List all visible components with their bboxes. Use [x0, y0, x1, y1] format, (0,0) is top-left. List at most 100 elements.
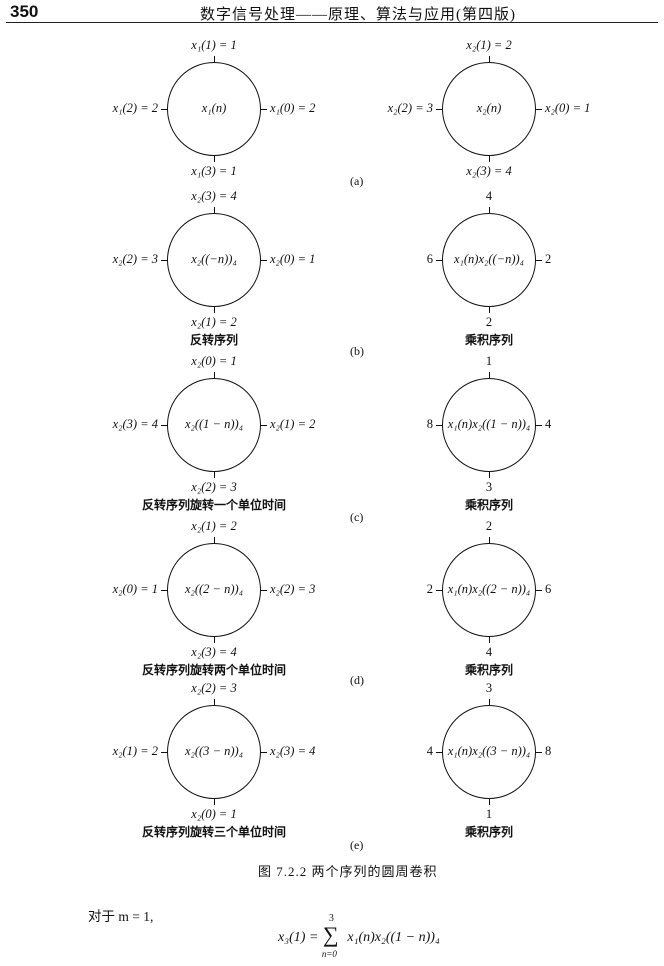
panel-e-right-left-label: 4 [426, 744, 433, 758]
panel-c-left-tick-right [260, 425, 267, 426]
panel-c-right-left-label: 8 [426, 417, 433, 431]
panel-c-left-center-label: x₂((1 − n))₄ [184, 417, 244, 431]
panel-c-right-tick-right [535, 425, 542, 426]
panel-d-left-tick-left [161, 590, 168, 591]
panel-e-left-left-label: x₂(1) = 2 [112, 744, 158, 758]
panel-d-right-tick-right [535, 590, 542, 591]
equation-block: x₃(1) = 3 ∑ n=0 x₁(n)x₂((1 − n))₄ [278, 913, 440, 959]
panel-a-tag: (a) [350, 174, 364, 188]
panel-a-right-tick-right [535, 109, 542, 110]
panel-a-right-tick-left [436, 109, 443, 110]
panel-a-left-top-label: x₁(1) = 1 [191, 38, 237, 52]
panel-c-right-caption: 乘积序列 [464, 498, 514, 512]
panel-e-right-center-label: x₁(n)x₂((3 − n))₄ [447, 744, 531, 758]
panel-e-left-top-label: x₂(2) = 3 [191, 681, 237, 695]
panel-a-right-bottom-label: x₂(3) = 4 [466, 164, 512, 178]
panel-c-left-top-label: x₂(0) = 1 [191, 354, 237, 368]
panel-b-right-top-label: 4 [485, 189, 493, 203]
panel-b-left-tick-bottom [214, 306, 215, 313]
panel-e-left-tick-left [161, 752, 168, 753]
panel-b-left-tick-top [214, 207, 215, 214]
panel-a-right-top-label: x₂(1) = 2 [466, 38, 512, 52]
panel-e-left-tick-right [260, 752, 267, 753]
panel-c-left-left-label: x₂(3) = 4 [112, 417, 158, 431]
panel-c-tag: (c) [350, 510, 364, 524]
panel-d-tag: (d) [350, 673, 364, 687]
panel-a-right-right-label: x₂(0) = 1 [545, 101, 591, 115]
panel-c-right-center-label: x₁(n)x₂((1 − n))₄ [447, 417, 531, 431]
running-head: 数字信号处理——原理、算法与应用(第四版) [200, 7, 516, 23]
panel-a-left-tick-top [214, 56, 215, 63]
panel-a-left-bottom-label: x₁(3) = 1 [191, 164, 237, 178]
panel-b-right-tick-bottom [489, 306, 490, 313]
panel-d-right-bottom-label: 4 [485, 645, 493, 659]
panel-a-left-tick-right [260, 109, 267, 110]
panel-d-left-tick-bottom [214, 636, 215, 643]
panel-e-left-center-label: x₂((3 − n))₄ [184, 744, 244, 758]
panel-c-left-tick-left [161, 425, 168, 426]
panel-e-right-tick-left [436, 752, 443, 753]
sigma-symbol: ∑ [322, 922, 339, 947]
panel-e-left-caption: 反转序列旋转三个单位时间 [141, 825, 287, 839]
panel-a-left-tick-left [161, 109, 168, 110]
panel-a-right-center-label: x₂(n) [476, 101, 502, 115]
panel-c-right-right-label: 4 [545, 417, 552, 431]
panel-d-right-caption: 乘积序列 [464, 663, 514, 677]
panel-c-left-tick-top [214, 372, 215, 379]
panel-b-right-caption: 乘积序列 [464, 333, 514, 347]
panel-d-left-center-label: x₂((2 − n))₄ [184, 582, 244, 596]
panel-d-left-top-label: x₂(1) = 2 [191, 519, 237, 533]
panel-c-left-caption: 反转序列旋转一个单位时间 [141, 498, 287, 512]
panel-d-left-right-label: x₂(2) = 3 [270, 582, 316, 596]
panel-b-right-bottom-label: 2 [485, 315, 493, 329]
panel-d-left-tick-top [214, 537, 215, 544]
panel-e-right-tick-right [535, 752, 542, 753]
panel-e-left-tick-top [214, 699, 215, 706]
panel-d-right-top-label: 2 [485, 519, 493, 533]
panel-b-left-left-label: x₂(2) = 3 [112, 252, 158, 266]
sum-lower-limit: n=0 [321, 949, 337, 959]
panel-c-right-tick-top [489, 372, 490, 379]
panel-d-right-right-label: 6 [545, 582, 552, 596]
panel-e-left-bottom-label: x₂(0) = 1 [191, 807, 237, 821]
panel-a-left-left-label: x₁(2) = 2 [112, 101, 158, 115]
panel-c-left-right-label: x₂(1) = 2 [270, 417, 316, 431]
panel-e-right-right-label: 8 [545, 744, 552, 758]
panel-d-left-caption: 反转序列旋转两个单位时间 [141, 663, 287, 677]
panel-b-left-tick-right [260, 260, 267, 261]
panel-b-right-tick-top [489, 207, 490, 214]
panel-e-right-tick-top [489, 699, 490, 706]
panel-d-right-left-label: 2 [426, 582, 433, 596]
panel-c-right-bottom-label: 3 [485, 480, 493, 494]
panel-e-left-tick-bottom [214, 798, 215, 805]
panel-c-right-tick-left [436, 425, 443, 426]
panel-b-left-tick-left [161, 260, 168, 261]
panel-e-right-bottom-label: 1 [485, 807, 493, 821]
equation-lhs: x₃(1) = [278, 930, 322, 946]
panel-b-tag: (b) [350, 344, 364, 358]
panel-b-right-center-label: x₁(n)x₂((−n))₄ [453, 252, 525, 266]
panel-d-left-left-label: x₂(0) = 1 [112, 582, 158, 596]
panel-c-right-top-label: 1 [485, 354, 493, 368]
panel-a-left-tick-bottom [214, 155, 215, 162]
panel-d-right-tick-left [436, 590, 443, 591]
sum-upper-limit: 3 [328, 913, 334, 924]
figure-caption: 图 7.2.2 两个序列的圆周卷积 [258, 864, 438, 879]
panel-b-left-bottom-label: x₂(1) = 2 [191, 315, 237, 329]
panel-a-right-tick-bottom [489, 155, 490, 162]
panel-b-left-caption: 反转序列 [189, 333, 239, 347]
panel-e-right-caption: 乘积序列 [464, 825, 514, 839]
panel-d-right-tick-bottom [489, 636, 490, 643]
panel-d-right-tick-top [489, 537, 490, 544]
panel-a-right-tick-top [489, 56, 490, 63]
panel-a-left-right-label: x₁(0) = 2 [270, 101, 316, 115]
panel-e-left-right-label: x₂(3) = 4 [270, 744, 316, 758]
panel-b-left-top-label: x₂(3) = 4 [191, 189, 237, 203]
panel-d-left-bottom-label: x₂(3) = 4 [191, 645, 237, 659]
panel-b-left-center-label: x₂((−n))₄ [191, 252, 237, 266]
panel-e-right-top-label: 3 [485, 681, 493, 695]
panel-a-left-center-label: x₁(n) [201, 101, 227, 115]
panel-a-right-left-label: x₂(2) = 3 [387, 101, 433, 115]
panel-d-right-center-label: x₁(n)x₂((2 − n))₄ [447, 582, 531, 596]
panel-b-right-tick-left [436, 260, 443, 261]
